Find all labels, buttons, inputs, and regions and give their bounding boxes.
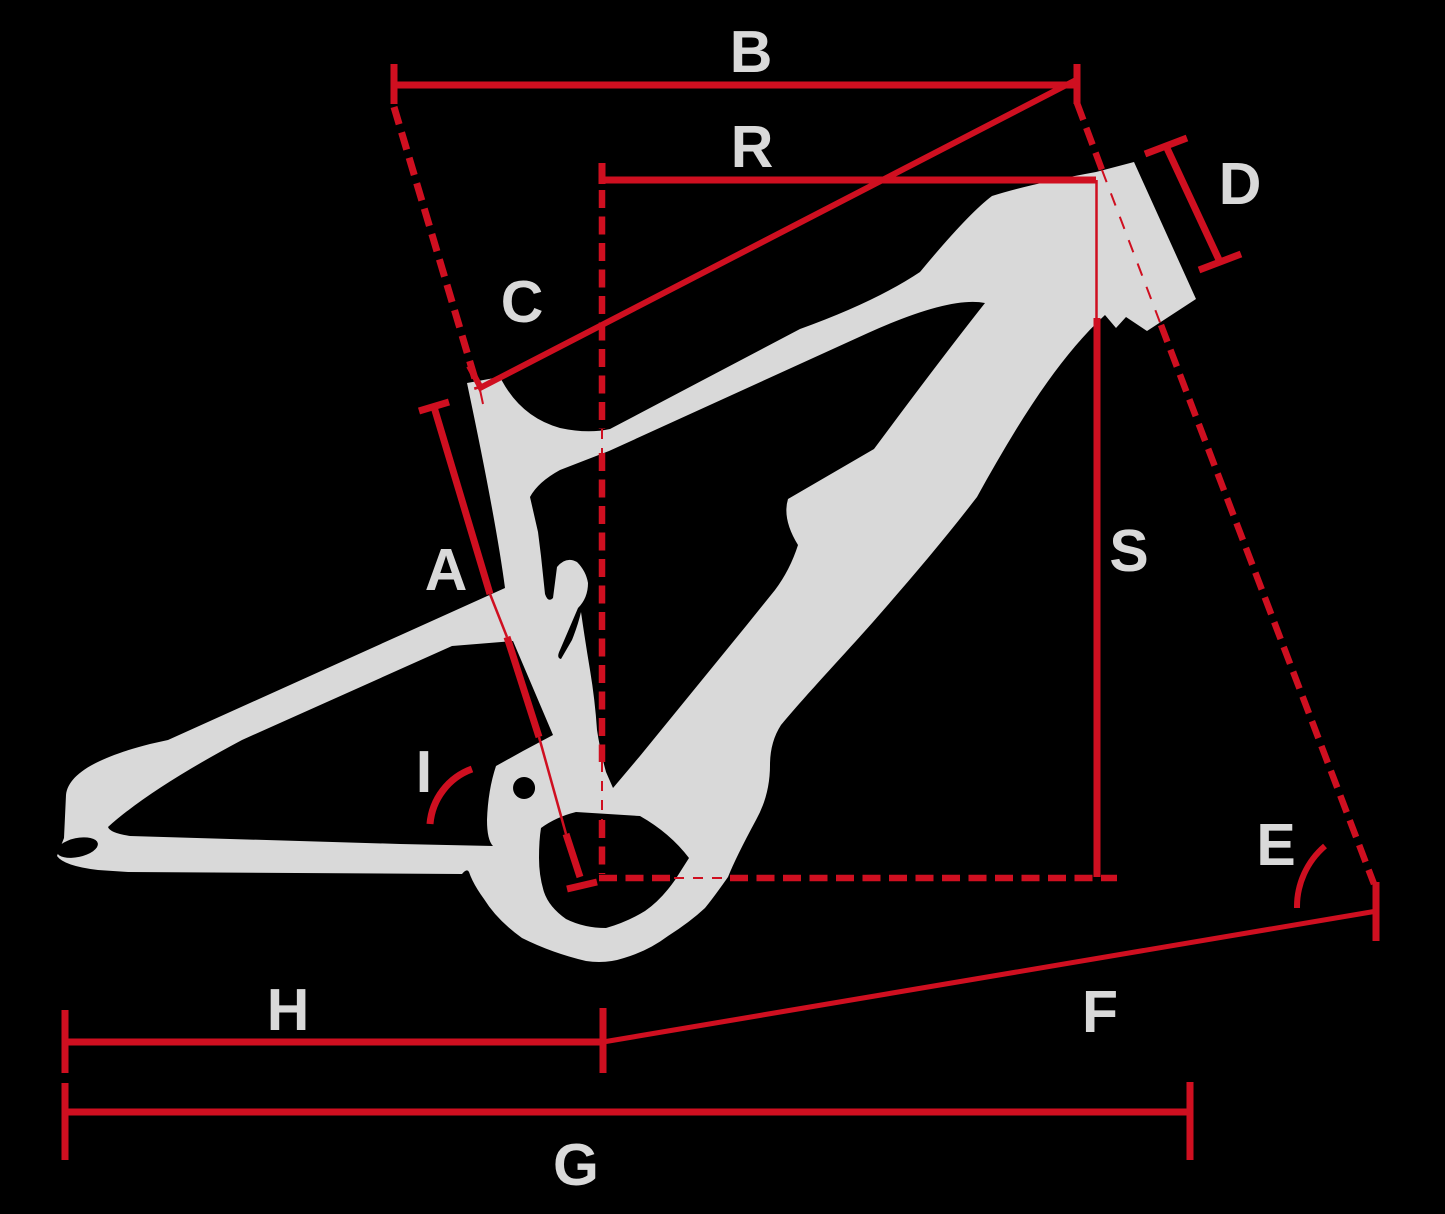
svg-text:B: B: [730, 19, 773, 85]
svg-text:H: H: [267, 977, 310, 1043]
svg-text:I: I: [416, 739, 432, 805]
svg-text:G: G: [553, 1132, 599, 1198]
svg-text:R: R: [731, 114, 774, 180]
svg-text:A: A: [425, 537, 468, 603]
svg-text:F: F: [1082, 979, 1118, 1045]
svg-text:S: S: [1109, 518, 1148, 584]
svg-text:E: E: [1256, 812, 1295, 878]
svg-text:C: C: [501, 269, 544, 335]
svg-text:D: D: [1219, 151, 1262, 217]
